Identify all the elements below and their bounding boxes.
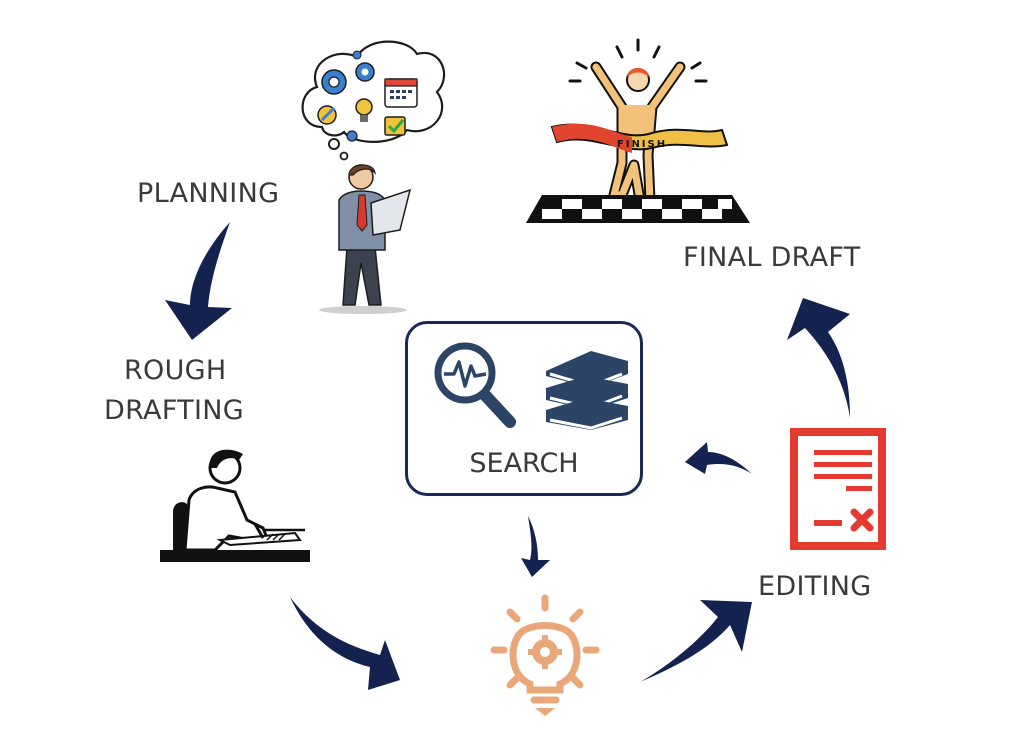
person-writing-icon	[160, 449, 310, 562]
rough-drafting-label-line1: ROUGH	[124, 355, 227, 386]
magnifier-pulse-icon	[434, 342, 516, 428]
planning-label: PLANNING	[137, 178, 280, 209]
editing-label: EDITING	[758, 571, 872, 602]
lightbulb-gear-icon	[490, 594, 600, 716]
document-edit-icon	[790, 428, 886, 550]
thought-cloud-icon	[301, 40, 446, 161]
final-draft-label: FINAL DRAFT	[683, 242, 861, 273]
svg-text:FINISH: FINISH	[617, 139, 667, 150]
finish-line-icon: FINISH	[526, 38, 750, 223]
rough-drafting-label-line2: DRAFTING	[104, 395, 244, 426]
person-reading-icon	[319, 164, 412, 314]
search-label: SEARCH	[469, 448, 579, 479]
books-stack-icon	[546, 351, 628, 430]
search-box: SEARCH	[405, 321, 643, 496]
